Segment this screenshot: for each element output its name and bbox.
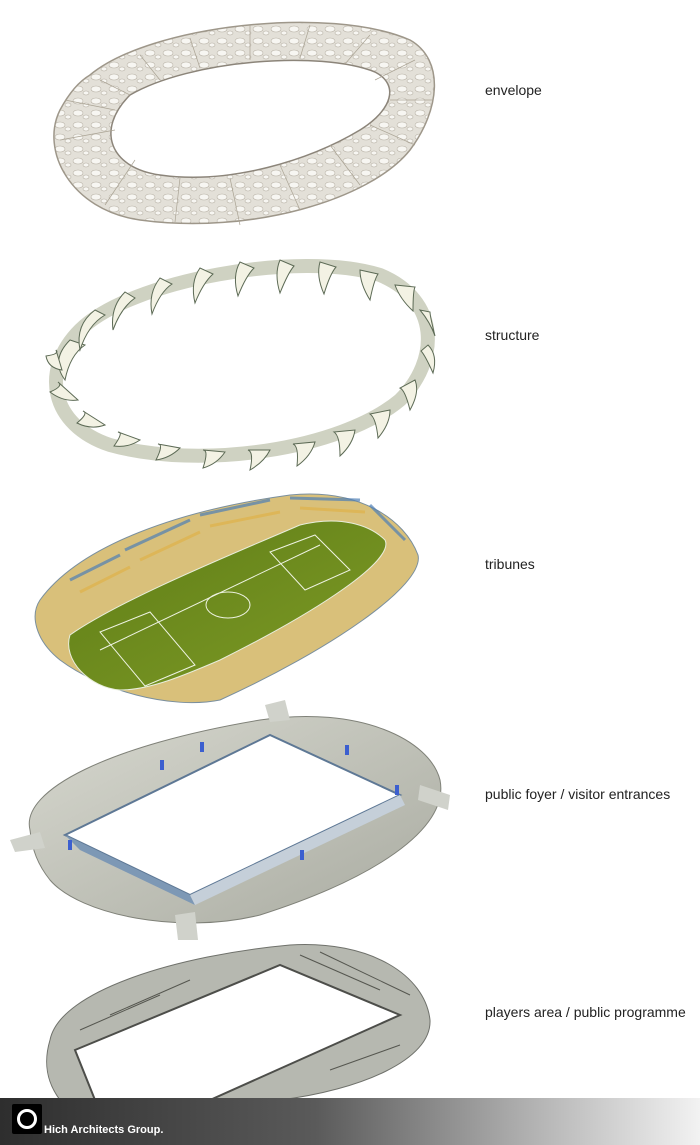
envelope-layer bbox=[53, 21, 436, 226]
tribunes-layer bbox=[34, 493, 419, 704]
company-logo bbox=[12, 1104, 42, 1134]
label-foyer: public foyer / visitor entrances bbox=[485, 786, 671, 802]
label-envelope: envelope bbox=[485, 82, 542, 98]
label-structure: structure bbox=[485, 327, 540, 343]
label-players: players area / public programme bbox=[485, 1004, 686, 1020]
footer-bar: Hich Architects Group. bbox=[0, 1098, 700, 1145]
structure-layer bbox=[45, 259, 436, 471]
label-tribunes: tribunes bbox=[485, 556, 535, 572]
company-name: Hich Architects Group. bbox=[44, 1124, 164, 1136]
players-layer bbox=[46, 944, 431, 1101]
foyer-layer bbox=[10, 700, 450, 940]
